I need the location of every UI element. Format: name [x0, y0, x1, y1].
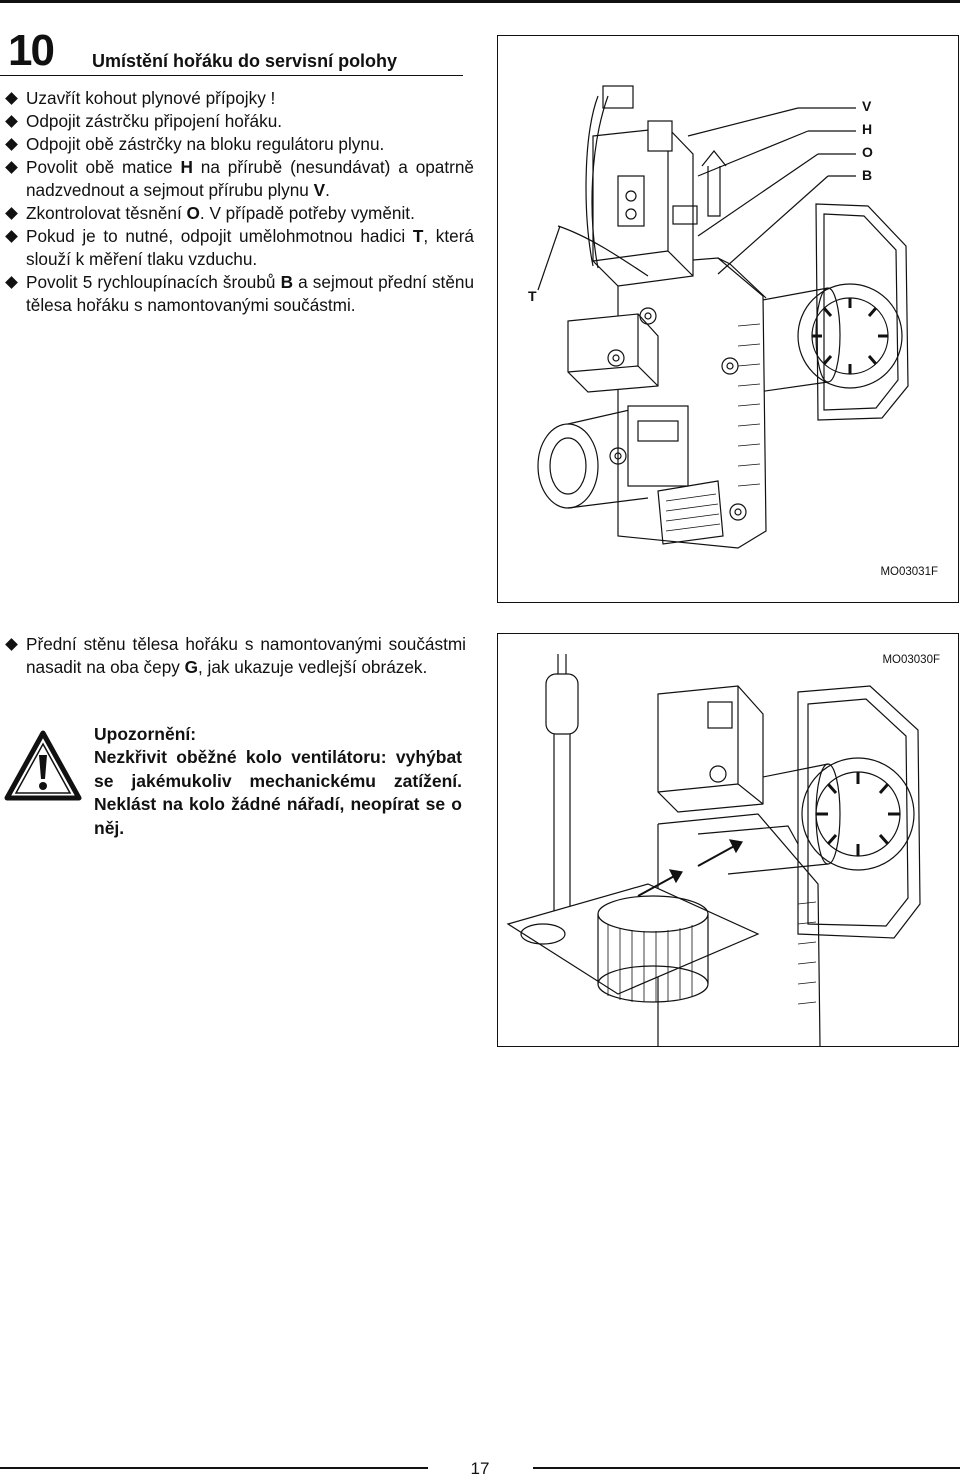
instruction-item: Odpojit obě zástrčky na bloku regulátoru… — [5, 133, 474, 156]
figure-service-position: MO03030F — [497, 633, 959, 1047]
title-rule — [0, 75, 463, 76]
instruction-item: Povolit obě matice H na přírubě (nesundá… — [5, 156, 474, 202]
section-number: 10 — [8, 26, 55, 75]
mount-instruction-list: Přední stěnu tělesa hořáku s namontovaný… — [5, 633, 466, 679]
instruction-item: Povolit 5 rychloupínacích šroubů B a sej… — [5, 271, 474, 317]
bullet-diamond-icon — [5, 161, 18, 174]
figure-burner-gas-valve: V H O B T MO03031F — [497, 35, 959, 603]
callout-t: T — [528, 288, 537, 304]
callout-b: B — [862, 167, 873, 183]
callout-v: V — [862, 98, 872, 114]
bullet-diamond-icon — [5, 92, 18, 105]
top-rule — [0, 0, 960, 3]
callout-h: H — [862, 121, 873, 137]
bullet-diamond-icon — [5, 115, 18, 128]
bullet-diamond-icon — [5, 138, 18, 151]
warning-text: Nezkřivit oběžné kolo ventilátoru: vyhýb… — [94, 747, 462, 838]
bullet-diamond-icon — [5, 207, 18, 220]
footer-rule-left — [0, 1467, 428, 1469]
instruction-item: Uzavřít kohout plynové přípojky ! — [5, 87, 474, 110]
bullet-diamond-icon — [5, 276, 18, 289]
footer-rule-right — [533, 1467, 960, 1469]
instruction-item: Přední stěnu tělesa hořáku s namontovaný… — [5, 633, 466, 679]
page-number: 17 — [470, 1459, 490, 1478]
instruction-list: Uzavřít kohout plynové přípojky ! Odpoji… — [5, 87, 474, 317]
warning-triangle-icon — [4, 730, 82, 801]
instruction-item: Pokud je to nutné, odpojit umělohmotnou … — [5, 225, 474, 271]
bullet-diamond-icon — [5, 230, 18, 243]
figure-code: MO03031F — [880, 566, 938, 578]
service-position-drawing — [506, 654, 921, 1046]
section-title: Umístění hořáku do servisní polohy — [92, 51, 398, 71]
bullet-diamond-icon — [5, 638, 18, 651]
instruction-item: Zkontrolovat těsnění O. V případě potřeb… — [5, 202, 474, 225]
callout-o: O — [862, 144, 873, 160]
instruction-item: Odpojit zástrčku připojení hořáku. — [5, 110, 474, 133]
warning-heading: Upozornění: — [94, 724, 197, 744]
burner-drawing — [537, 85, 909, 549]
figure-code: MO03030F — [882, 654, 940, 666]
